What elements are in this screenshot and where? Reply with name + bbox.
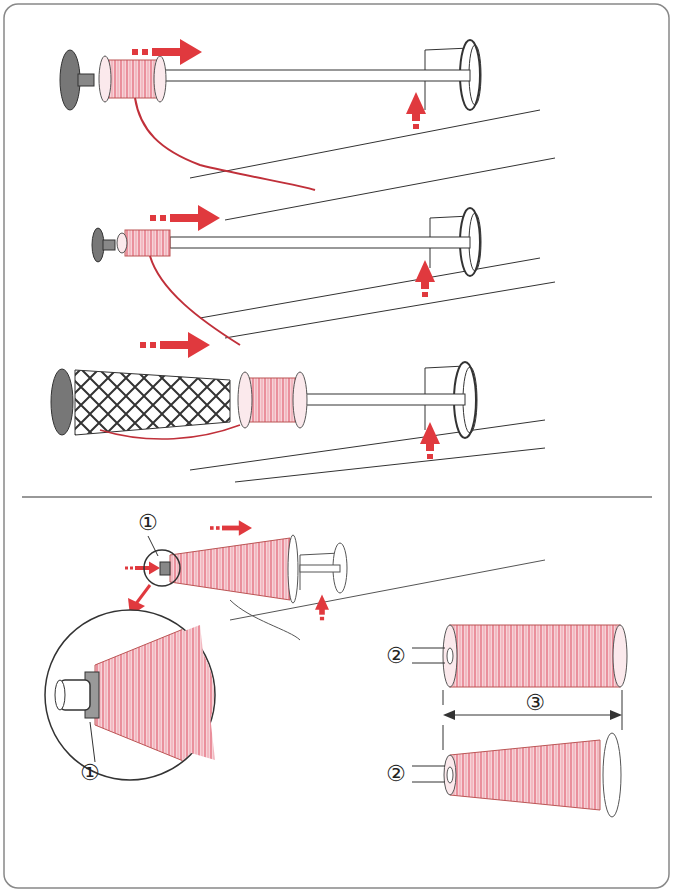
callout-number: ② (386, 645, 406, 667)
callout-number: ③ (525, 692, 545, 714)
callout-number: ② (386, 763, 406, 785)
callout-number: ① (138, 512, 158, 534)
callout-number: ① (80, 762, 100, 784)
